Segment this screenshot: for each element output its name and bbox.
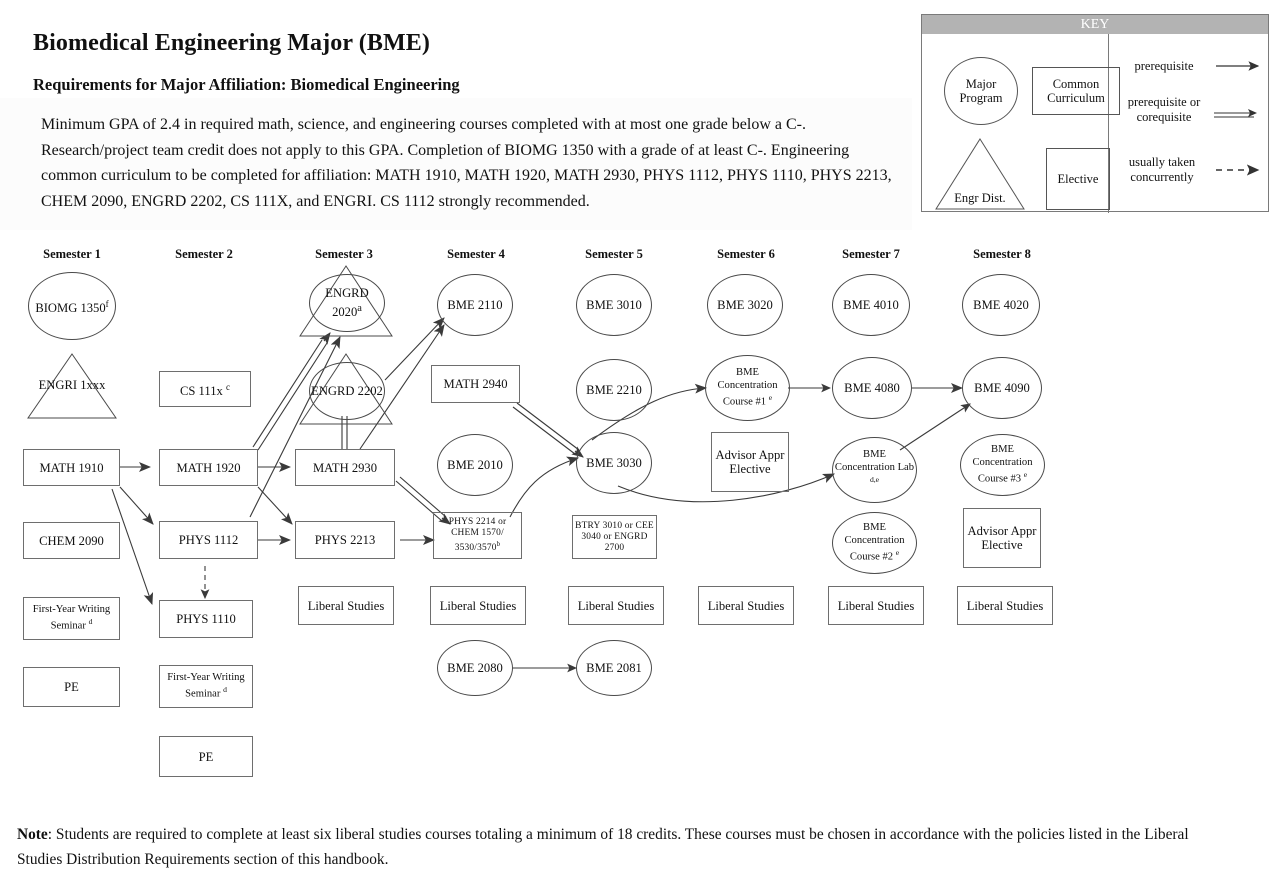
footnote-label: Note [17, 826, 48, 843]
node-liberal-studies-sem5[interactable]: Liberal Studies [568, 586, 664, 625]
node-engri-1xxx[interactable]: ENGRI 1xxx [26, 352, 118, 420]
node-bme-conc-course-1[interactable]: BME Concentration Course #1 e [705, 355, 790, 421]
node-chem-2090[interactable]: CHEM 2090 [23, 522, 120, 559]
node-cs-111x[interactable]: CS 111x c [159, 371, 251, 407]
node-math-1920[interactable]: MATH 1920 [159, 449, 258, 486]
node-engrd-2202[interactable]: ENGRD 2202 [298, 352, 394, 428]
node-phys-2214-or-chem[interactable]: PHYS 2214 or CHEM 1570/ 3530/3570b [433, 512, 522, 559]
node-bme-conc-course-2[interactable]: BME Concentration Course #2 e [832, 512, 917, 574]
key-shape-major-program: Major Program [944, 57, 1018, 125]
node-liberal-studies-sem6[interactable]: Liberal Studies [698, 586, 794, 625]
node-engrd-2202-circle: ENGRD 2202 [309, 362, 385, 420]
header-tint [0, 98, 912, 230]
node-bme-2081[interactable]: BME 2081 [576, 640, 652, 696]
semester-header-3: Semester 3 [315, 247, 373, 261]
key-legend-box: KEY Major Program Common Curriculum Engr… [921, 14, 1269, 213]
semester-header-1: Semester 1 [43, 247, 101, 261]
node-phys-2213[interactable]: PHYS 2213 [295, 521, 395, 559]
semester-header-5: Semester 5 [585, 247, 643, 261]
node-bme-4010[interactable]: BME 4010 [832, 274, 910, 336]
node-bme-4080[interactable]: BME 4080 [832, 357, 912, 419]
node-pe-sem1[interactable]: PE [23, 667, 120, 707]
node-math-1910[interactable]: MATH 1910 [23, 449, 120, 486]
node-bme-3010[interactable]: BME 3010 [576, 274, 652, 336]
node-phys-1112[interactable]: PHYS 1112 [159, 521, 258, 559]
node-bme-conc-lab[interactable]: BME Concentration Lab d,e [832, 437, 917, 503]
node-biomg-1350[interactable]: BIOMG 1350f [28, 272, 116, 340]
node-bme-3030[interactable]: BME 3030 [576, 432, 652, 494]
key-shape-engr-dist-label: Engr Dist. [954, 191, 1006, 205]
semester-header-4: Semester 4 [447, 247, 505, 261]
page-title: Biomedical Engineering Major (BME) [33, 30, 430, 56]
node-bme-4020[interactable]: BME 4020 [962, 274, 1040, 336]
key-legend-concurrent: usually taken concurrently [1128, 155, 1196, 184]
node-bme-2210[interactable]: BME 2210 [576, 359, 652, 421]
semester-header-2: Semester 2 [175, 247, 233, 261]
node-bme-conc-course-3[interactable]: BME Concentration Course #3 e [960, 434, 1045, 496]
node-btry-3010-or[interactable]: BTRY 3010 or CEE 3040 or ENGRD 2700 [572, 515, 657, 559]
semester-header-7: Semester 7 [842, 247, 900, 261]
node-liberal-studies-sem3[interactable]: Liberal Studies [298, 586, 394, 625]
footnote: Note: Students are required to complete … [17, 822, 1197, 872]
node-math-2940[interactable]: MATH 2940 [431, 365, 520, 403]
node-bme-3020[interactable]: BME 3020 [707, 274, 783, 336]
key-divider [1108, 34, 1109, 213]
node-liberal-studies-sem7[interactable]: Liberal Studies [828, 586, 924, 625]
key-shape-common-curriculum: Common Curriculum [1032, 67, 1120, 115]
node-phys-1110[interactable]: PHYS 1110 [159, 600, 253, 638]
node-fws-sem2[interactable]: First-Year Writing Seminar d [159, 665, 253, 708]
node-bme-2010[interactable]: BME 2010 [437, 434, 513, 496]
node-liberal-studies-sem4[interactable]: Liberal Studies [430, 586, 526, 625]
key-title: KEY [922, 15, 1268, 34]
semester-header-8: Semester 8 [973, 247, 1031, 261]
node-advisor-elective-sem8[interactable]: Advisor Appr Elective [963, 508, 1041, 568]
node-bme-2080[interactable]: BME 2080 [437, 640, 513, 696]
requirements-paragraph: Minimum GPA of 2.4 in required math, sci… [41, 116, 892, 210]
key-shape-elective: Elective [1046, 148, 1110, 210]
node-math-2930[interactable]: MATH 2930 [295, 449, 395, 486]
node-pe-sem2[interactable]: PE [159, 736, 253, 777]
key-shape-engr-dist: Engr Dist. [934, 137, 1026, 211]
node-liberal-studies-sem8[interactable]: Liberal Studies [957, 586, 1053, 625]
semester-header-6: Semester 6 [717, 247, 775, 261]
footnote-text: : Students are required to complete at l… [17, 826, 1189, 868]
node-fws-sem1[interactable]: First-Year Writing Seminar d [23, 597, 120, 640]
key-legend-prereq-or-coreq: prerequisite or corequisite [1127, 95, 1201, 124]
page-subtitle: Requirements for Major Affiliation: Biom… [33, 75, 460, 94]
node-bme-2110[interactable]: BME 2110 [437, 274, 513, 336]
key-legend-prerequisite: prerequisite [1134, 59, 1194, 73]
node-engri-label: ENGRI 1xxx [38, 378, 106, 392]
key-arrows [1214, 61, 1260, 176]
node-bme-4090[interactable]: BME 4090 [962, 357, 1042, 419]
node-advisor-elective-sem6[interactable]: Advisor Appr Elective [711, 432, 789, 492]
